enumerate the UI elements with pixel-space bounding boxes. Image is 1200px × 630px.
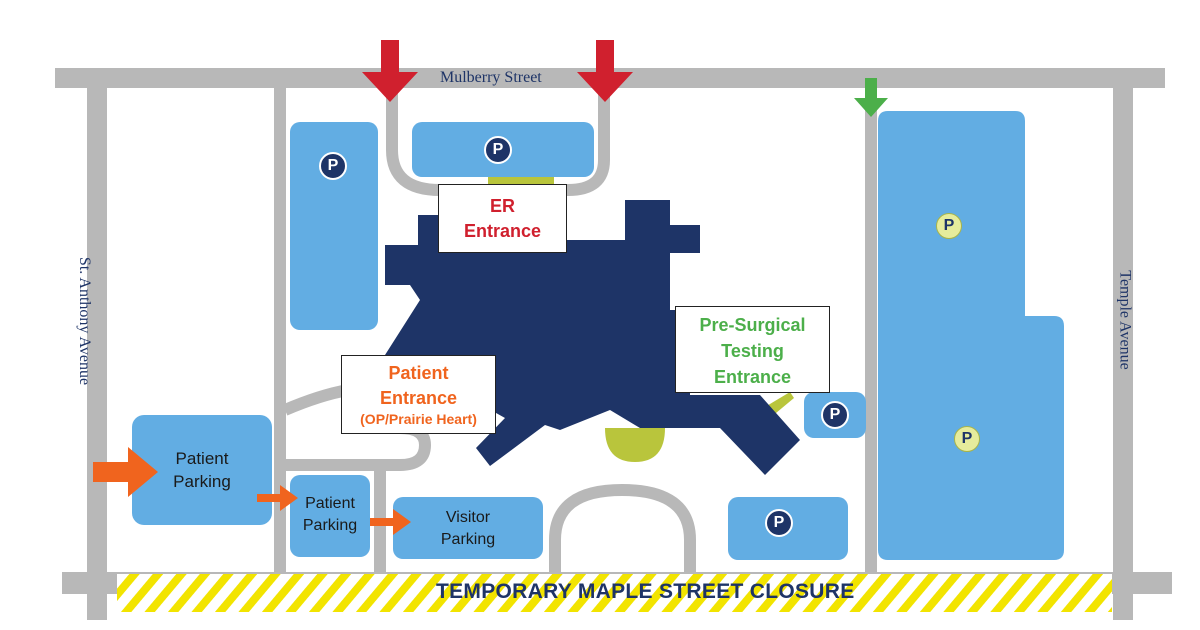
er-driveway-east (562, 88, 610, 196)
street-label-temple: Temple Avenue (1116, 270, 1134, 370)
presurgical-entrance-line3: Entrance (713, 367, 792, 387)
visitor-parking-line1: Visitor (445, 509, 491, 526)
patient-parking-mid-line1: Patient (305, 495, 355, 512)
visitor-parking-line2: Parking (440, 531, 496, 548)
patient-parking-west-line1: Patient (175, 449, 229, 468)
patient-parking-mid-label: Patient Parking (290, 493, 370, 537)
street-label-mulberry: Mulberry Street (440, 69, 542, 86)
presurgical-arrow (854, 78, 888, 117)
parking-lot-west-tall (290, 122, 378, 330)
street-label-st-anthony: St. Anthony Avenue (76, 256, 94, 386)
visitor-parking-label: Visitor Parking (393, 507, 543, 551)
inner-east-road (865, 86, 877, 576)
visitor-parking-lot (393, 497, 543, 559)
presurgical-entrance-label: Pre-Surgical Testing Entrance (675, 306, 830, 393)
roads (55, 68, 1165, 620)
patient-parking-mid-line2: Parking (302, 517, 358, 534)
er-arrow-west (362, 40, 418, 102)
patient-entrance-line3: (OP/Prairie Heart) (360, 411, 477, 427)
patient-parking-west-line2: Parking (173, 472, 231, 491)
er-entrance-label: ER Entrance (438, 184, 567, 253)
patient-entrance-label: Patient Entrance (OP/Prairie Heart) (341, 355, 496, 434)
parking-symbol-east-upper: P (936, 213, 962, 239)
st-anthony-avenue-road (87, 80, 107, 620)
patient-parking-arrow-mid (257, 485, 298, 511)
inner-west-road (274, 86, 286, 576)
parking-lot-east-large (878, 111, 1064, 560)
er-entrance-line2: Entrance (463, 221, 542, 241)
er-arrow-east (577, 40, 633, 102)
parking-symbol-south-east: P (765, 509, 793, 537)
er-entrance-line1: ER (489, 196, 515, 216)
patient-entrance-line1: Patient (388, 363, 449, 383)
parking-symbol-north: P (484, 136, 512, 164)
patient-parking-west-label: Patient Parking (132, 447, 272, 493)
temple-avenue-road (1113, 80, 1133, 620)
patient-entrance-line2: Entrance (379, 388, 458, 408)
visitor-parking-arrow (370, 509, 411, 535)
patient-parking-mid-lot (290, 475, 370, 557)
south-arc-drive (549, 483, 696, 580)
patient-parking-arrow-west (93, 447, 158, 497)
closure-hatch (117, 574, 1112, 612)
patient-entrance-drive (282, 384, 350, 416)
presurgical-entrance-line1: Pre-Surgical (699, 315, 806, 335)
green-area-south (605, 428, 665, 462)
patient-parking-west-lot (132, 415, 272, 525)
parking-lots (132, 111, 1064, 560)
parking-symbol-small-east: P (821, 401, 849, 429)
parking-symbol-east-lower: P (954, 426, 980, 452)
entrance-arrows (93, 40, 888, 535)
street-label-maple-closure: TEMPORARY MAPLE STREET CLOSURE (436, 580, 855, 603)
parking-symbol-west: P (319, 152, 347, 180)
presurgical-entrance-line2: Testing (721, 341, 784, 361)
